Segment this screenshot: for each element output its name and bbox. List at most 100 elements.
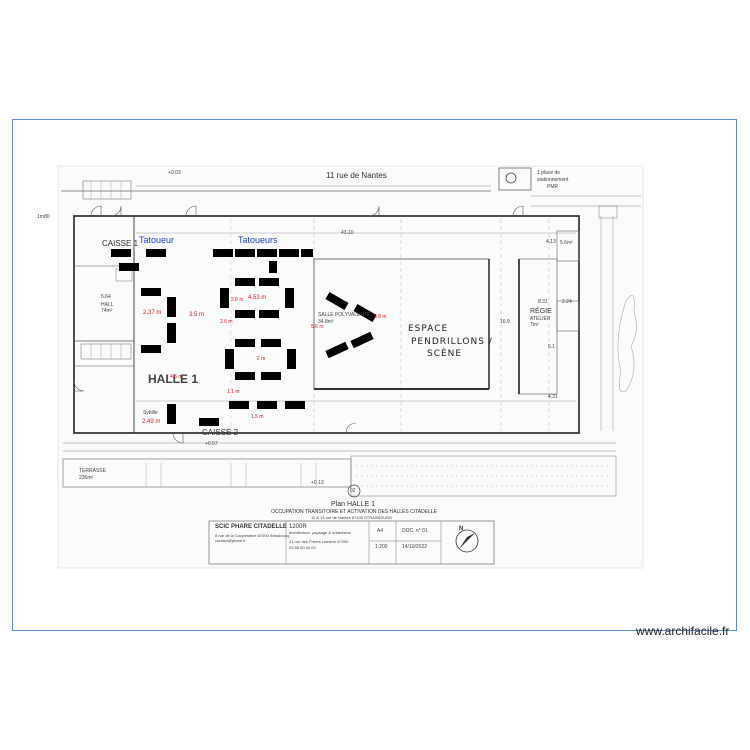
table: [269, 261, 277, 273]
scale: 1:200: [375, 544, 388, 550]
north-arrow-icon: [455, 529, 479, 553]
watermark: www.archifacile.fr: [636, 624, 730, 638]
table: [235, 249, 255, 257]
dim-56: 5.6 m: [311, 324, 324, 330]
tables: [111, 249, 377, 426]
label-hall: HALL: [101, 302, 114, 308]
door-left: [73, 380, 85, 392]
dim-831: 8.31: [538, 299, 548, 305]
parking-pmr-box: [498, 167, 532, 191]
table: [261, 372, 281, 380]
table: [229, 401, 249, 409]
firm-name: 1200R: [289, 524, 307, 530]
table: [325, 341, 349, 359]
tree-sketch: [617, 295, 637, 393]
dim-26: 2.6 m: [220, 319, 233, 325]
table: [235, 372, 255, 380]
dim-237: 2.37 m: [143, 310, 162, 316]
label-terrasse-area: 236m²: [79, 475, 94, 481]
table: [111, 249, 131, 257]
table: [167, 297, 176, 317]
label-caisse1: CAISSE 1: [102, 239, 139, 248]
table: [141, 345, 161, 353]
firm-sub1: architecture, paysage & urbanisme: [289, 530, 351, 535]
parking-line2: stationnement: [537, 177, 569, 183]
level-top: +0.03: [168, 170, 181, 176]
plan-title: Plan HALLE 1: [331, 501, 375, 508]
level-bottom: +0.13: [311, 480, 324, 486]
level-left: 1m80: [37, 214, 50, 220]
table: [199, 418, 219, 426]
table: [325, 292, 349, 310]
label-espace-3: SCÈNE: [427, 349, 463, 359]
dim-28: 2.8 m: [231, 297, 244, 303]
table: [257, 401, 277, 409]
dim-453: 4.53 m: [248, 295, 267, 301]
table: [257, 249, 277, 257]
dim-58: 5.8 m: [374, 314, 387, 320]
document-frame: 11 rue de Nantes +0.03 1m80 1 place de s…: [12, 119, 737, 631]
pmr-icon: [505, 172, 517, 184]
entrance-steps: [82, 180, 132, 200]
table: [259, 310, 279, 318]
parking-line1: 1 place de: [537, 170, 561, 176]
table: [285, 288, 294, 308]
company-name: SCIC PHARE CITADELLE: [215, 524, 287, 530]
label-atelier: ATELIER: [530, 316, 551, 322]
firm-sub3: 03 88 00 00 00: [289, 545, 316, 550]
firm-sub2: 21 rue des Frères Lumière 67000: [289, 539, 349, 544]
dim-4310: 43.10: [341, 230, 354, 236]
table: [259, 278, 279, 286]
dim-224: 2.24: [562, 299, 572, 305]
label-regie: RÉGIE: [530, 308, 552, 315]
floor-plan: [57, 165, 644, 569]
label-terrasse: TERRASSE: [79, 468, 106, 474]
label-halle1: HALLE 1: [148, 372, 199, 386]
label-tatoueur: Tatoueur: [139, 235, 175, 245]
table: [225, 349, 234, 369]
level-marker-label: 02: [350, 488, 356, 494]
label-caisse2: CAISSE 2: [202, 428, 239, 437]
table: [235, 310, 255, 318]
north-label: N: [459, 526, 464, 532]
table: [261, 339, 281, 347]
table: [287, 349, 296, 369]
dim-11: 1.1 m: [227, 389, 240, 395]
table: [301, 249, 313, 257]
dim-15: 1.5 m: [251, 414, 264, 420]
label-salle-poly: SALLE POLYVALENTE: [318, 312, 371, 318]
table: [235, 278, 255, 286]
plan-subtitle: OCCUPATION TRANSITOIRE ET ACTIVATION DES…: [271, 509, 437, 515]
parking-line3: PMR: [547, 184, 559, 190]
company-sub1: 8 rue de la Coopérative 67000 Strasbourg: [215, 533, 290, 538]
table: [213, 249, 233, 257]
label-hall-area: 74m²: [101, 308, 113, 314]
label-sybille: Sybille: [143, 410, 158, 416]
table: [235, 339, 255, 347]
label-tatoueurs: Tatoueurs: [238, 235, 278, 245]
dim-35: 3.5 m: [189, 312, 205, 318]
label-espace-2: PENDRILLONS /: [411, 337, 493, 347]
toilet-block: [80, 343, 132, 360]
label-espace-1: ESPACE: [408, 324, 449, 334]
dim-169: 16.9: [500, 319, 510, 325]
level-mid: +0.57: [205, 441, 218, 447]
table: [353, 304, 377, 322]
company-sub2: contact@phare.fr: [215, 538, 246, 543]
small-room: [556, 230, 580, 262]
table: [146, 249, 166, 257]
ramp: [350, 455, 617, 497]
door-bottom-2: [345, 422, 357, 434]
dim-431: 4.31: [548, 394, 558, 400]
table: [279, 249, 299, 257]
door-top-1: [90, 205, 102, 217]
dim-46: 4.6 m: [170, 374, 183, 380]
date: 14/10/2022: [402, 544, 428, 550]
dim-413: 4.13: [546, 239, 556, 245]
format: A4: [377, 528, 384, 534]
doc-number: DOC. n° 01: [402, 528, 428, 534]
door-top-4: [368, 205, 380, 217]
door-top-3: [185, 205, 197, 217]
plan-address: 11 & 13 rue de Nantes 67100 STRASBOURG: [311, 515, 393, 520]
door-top-2: [110, 205, 122, 217]
